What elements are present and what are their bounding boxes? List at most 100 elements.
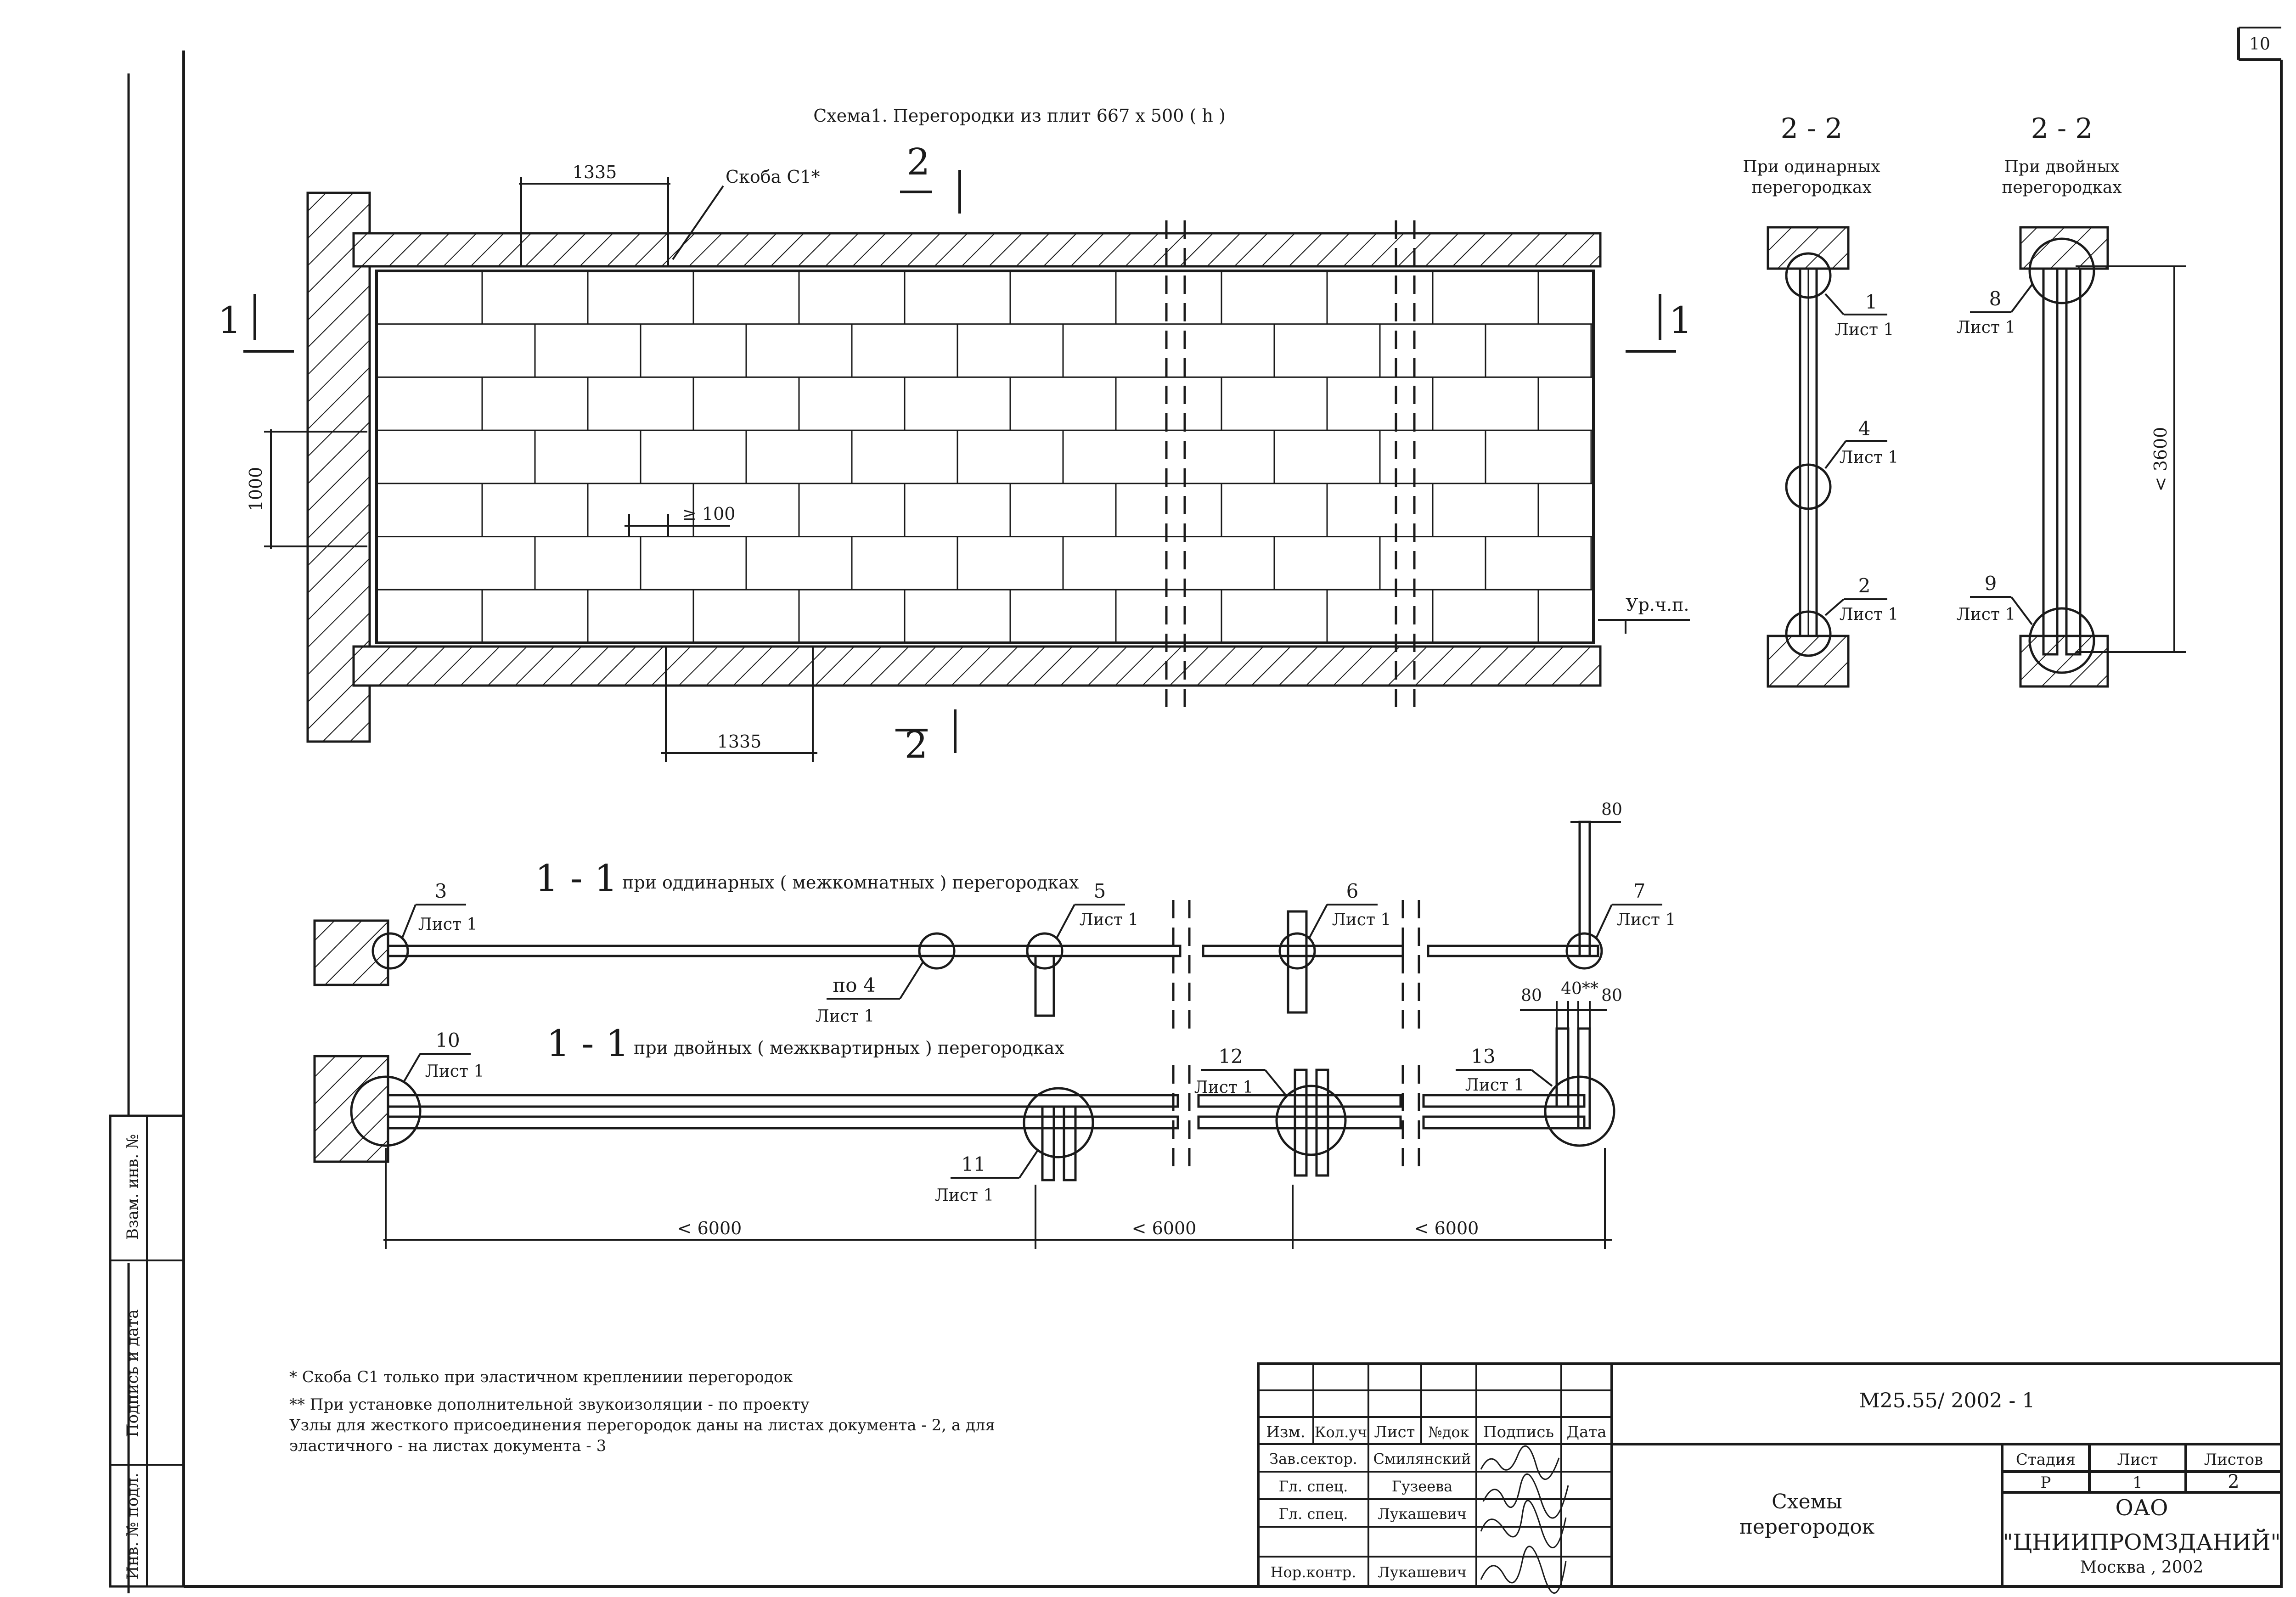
note-2: ** При установке дополнительной звукоизо… bbox=[289, 1395, 810, 1414]
tb-org-3: Москва , 2002 bbox=[2080, 1558, 2204, 1577]
tb-role-1: Зав.сектор. bbox=[1269, 1450, 1357, 1468]
section-2-bottom-label: 2 bbox=[905, 724, 928, 766]
section22-node-1-num: 1 bbox=[1865, 291, 1878, 313]
tb-drawing-name-2: перегородок bbox=[1739, 1515, 1875, 1539]
floor-level-label: Ур.ч.п. bbox=[1626, 595, 1689, 615]
tb-stage-header: Стадия bbox=[2016, 1451, 2076, 1469]
span-dim-2: < 6000 bbox=[1132, 1218, 1197, 1238]
plan-node-12-sheet: Лист 1 bbox=[1194, 1078, 1253, 1097]
tb-h-ndoc: №док bbox=[1428, 1423, 1469, 1441]
section-1-right-label: 1 bbox=[1669, 299, 1693, 342]
section22-single: 2 - 2 При одинарных перегородках 1 Лист … bbox=[1743, 112, 1898, 688]
plan-double-caption: при двойных ( межквартирных ) перегородк… bbox=[634, 1038, 1064, 1058]
scheme-title: Схема1. Перегородки из плит 667 х 500 ( … bbox=[813, 106, 1226, 126]
plan-single-caption: при оддинарных ( межкомнатных ) перегоро… bbox=[622, 872, 1079, 893]
section22-node-2-sheet: Лист 1 bbox=[1840, 605, 1898, 624]
plan-node-11-num: 11 bbox=[961, 1153, 985, 1175]
tb-org-2: "ЦНИИПРОМЗДАНИЙ" bbox=[2003, 1528, 2280, 1555]
plan-double-dim-40: 40** bbox=[1561, 979, 1598, 998]
tb-h-list: Лист bbox=[1374, 1423, 1415, 1441]
scheme-elevation: Схема1. Перегородки из плит 667 х 500 ( … bbox=[218, 106, 1693, 766]
plan-double-wall bbox=[387, 1027, 1591, 1181]
dim-height-label: 1000 bbox=[246, 467, 266, 512]
plan-node-13-sheet: Лист 1 bbox=[1465, 1076, 1524, 1095]
section22-single-title: 2 - 2 bbox=[1781, 112, 1843, 145]
sheet-number: 10 bbox=[2249, 35, 2270, 54]
tb-name-2: Гузеева bbox=[1392, 1478, 1452, 1495]
dim-bottom-label: 1335 bbox=[717, 731, 762, 752]
section22-node-9-num: 9 bbox=[1985, 572, 1997, 595]
plan-node-3-num: 3 bbox=[435, 880, 447, 902]
plan-node-7-num: 7 bbox=[1633, 880, 1646, 902]
plan-node-11-sheet: Лист 1 bbox=[935, 1186, 994, 1205]
dim-top-1335: 1335 bbox=[519, 162, 670, 266]
section22-node-4-sheet: Лист 1 bbox=[1840, 448, 1898, 467]
section22-node-2-num: 2 bbox=[1858, 574, 1871, 597]
section22-single-sub1: При одинарных bbox=[1743, 157, 1880, 176]
clip-label: Скоба С1* bbox=[726, 167, 820, 187]
floor-slab bbox=[352, 645, 1602, 687]
tb-h-date: Дата bbox=[1567, 1423, 1607, 1441]
partition-panel bbox=[375, 270, 1595, 644]
tb-h-kolvo: Кол.уч bbox=[1315, 1423, 1367, 1441]
section22-node-1-sheet: Лист 1 bbox=[1835, 321, 1894, 339]
tb-stage: Р bbox=[2041, 1473, 2051, 1492]
side-stamp: Взам. инв. № Подпись и дата Инв. № подл. bbox=[109, 1114, 185, 1588]
section22-height-dim: < 3600 bbox=[2150, 427, 2171, 492]
plan-node-3-sheet: Лист 1 bbox=[418, 915, 477, 934]
plan-double-num: 1 - 1 bbox=[546, 1022, 629, 1065]
section22-node-4-num: 4 bbox=[1858, 417, 1871, 440]
tb-name-1: Смилянский bbox=[1373, 1450, 1471, 1468]
section22-double-title: 2 - 2 bbox=[2031, 112, 2093, 145]
plan-single-dim-80: 80 bbox=[1601, 800, 1622, 819]
stamp-replacement-label: Взам. инв. № bbox=[124, 1134, 142, 1240]
plan-double-dim-80-right: 80 bbox=[1601, 986, 1622, 1005]
floor-level-mark: Ур.ч.п. bbox=[1598, 595, 1690, 634]
tb-h-sign: Подпись bbox=[1483, 1423, 1554, 1441]
plan-node-6-sheet: Лист 1 bbox=[1332, 911, 1391, 929]
plan-node-6-num: 6 bbox=[1346, 880, 1359, 902]
plan-double-dim-80-left: 80 bbox=[1521, 986, 1542, 1005]
note-4: эластичного - на листах документа - 3 bbox=[289, 1437, 606, 1455]
plan-node-10-num: 10 bbox=[435, 1029, 460, 1052]
note-1: * Скоба С1 только при эластичном креплен… bbox=[289, 1368, 793, 1386]
section-2-top-label: 2 bbox=[907, 141, 930, 183]
plan-node-13-num: 13 bbox=[1471, 1045, 1495, 1068]
section22-single-sub2: перегородках bbox=[1751, 178, 1871, 197]
plan-double: 1 - 1 при двойных ( межквартирных ) пере… bbox=[313, 979, 1622, 1249]
plan-node-4-sheet: Лист 1 bbox=[816, 1007, 874, 1026]
section-mark-1-right: 1 bbox=[1626, 294, 1693, 353]
tb-doc-code: М25.55/ 2002 - 1 bbox=[1859, 1389, 2035, 1412]
span-dim-1: < 6000 bbox=[677, 1218, 742, 1238]
note-3: Узлы для жесткого присоединения перегоро… bbox=[289, 1416, 995, 1434]
title-block: Изм. Кол.уч Лист №док Подпись Дата Зав.с… bbox=[1257, 1362, 2283, 1594]
tb-sheets-header: Листов bbox=[2204, 1451, 2263, 1469]
section22-double-sub2: перегородках bbox=[2002, 178, 2122, 197]
plan-node-10-sheet: Лист 1 bbox=[425, 1062, 484, 1081]
section22-double: 2 - 2 При двойных перегородках 8 Лист 1 … bbox=[1957, 112, 2186, 688]
dim-min-offset-label: ≥ 100 bbox=[682, 504, 735, 524]
tb-sheets: 2 bbox=[2228, 1471, 2239, 1492]
tb-sheet: 1 bbox=[2133, 1473, 2143, 1492]
tb-role-4: Нор.контр. bbox=[1271, 1563, 1356, 1581]
dim-bottom-1335: 1335 bbox=[661, 647, 817, 762]
tb-role-3: Гл. спец. bbox=[1279, 1505, 1348, 1523]
plan-node-7-sheet: Лист 1 bbox=[1617, 911, 1676, 929]
notes: * Скоба С1 только при эластичном креплен… bbox=[289, 1368, 995, 1455]
section22-node-8-num: 8 bbox=[1989, 287, 2002, 310]
plan-node-5-sheet: Лист 1 bbox=[1080, 911, 1138, 929]
plan-node-5-num: 5 bbox=[1094, 880, 1106, 902]
block-courses bbox=[377, 271, 1593, 643]
stamp-inventory-label: Инв. № подл. bbox=[124, 1473, 142, 1580]
tb-role-2: Гл. спец. bbox=[1279, 1478, 1348, 1495]
dim-height-1000: 1000 bbox=[246, 429, 367, 549]
stamp-signature-label: Подпись и дата bbox=[124, 1310, 142, 1438]
plan-single-wall bbox=[387, 821, 1599, 1017]
plan-node-12-num: 12 bbox=[1218, 1045, 1243, 1068]
section22-node-8-sheet: Лист 1 bbox=[1957, 318, 2015, 337]
section22-node-9-sheet: Лист 1 bbox=[1957, 605, 2015, 624]
span-dim-3: < 6000 bbox=[1414, 1218, 1479, 1238]
tb-name-3: Лукашевич bbox=[1378, 1505, 1467, 1523]
section-mark-2-bottom: 2 bbox=[895, 709, 957, 766]
